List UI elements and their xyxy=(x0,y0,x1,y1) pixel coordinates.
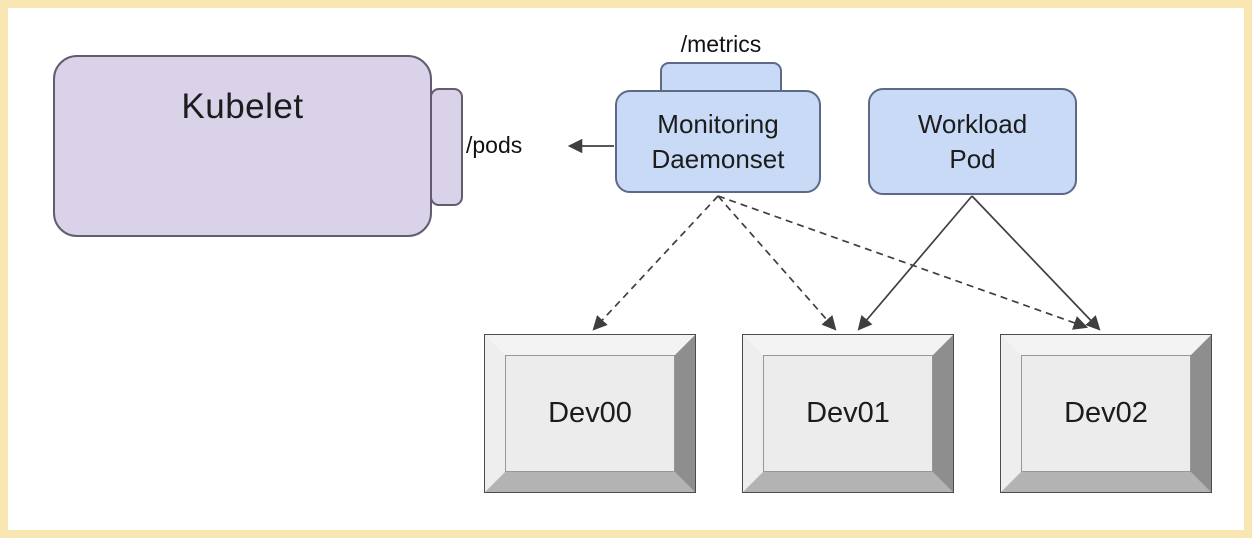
monitoring-daemonset-label-line2: Daemonset xyxy=(651,143,785,174)
device-label: Dev02 xyxy=(1064,397,1148,429)
device-label: Dev00 xyxy=(548,397,632,429)
pods-endpoint-label: /pods xyxy=(466,132,523,158)
edge-monitoring-to-dev02 xyxy=(717,195,1089,330)
monitoring-daemonset-box: Monitoring Daemonset xyxy=(615,90,821,193)
edge-workload-to-dev02 xyxy=(971,195,1101,331)
monitoring-daemonset-label-line1: Monitoring xyxy=(657,108,779,139)
kubelet-pods-endpoint-tab xyxy=(430,88,463,206)
device-label: Dev01 xyxy=(806,397,890,429)
device-box-dev00: Dev00 xyxy=(484,334,696,493)
edge-workload-to-dev01 xyxy=(857,195,973,331)
edge-monitoring-to-dev00 xyxy=(592,195,719,331)
workload-pod-label-line1: Workload xyxy=(917,108,1028,139)
kubelet-label: Kubelet xyxy=(181,87,304,126)
workload-pod-label-line2: Pod xyxy=(949,143,996,174)
edge-monitoring-to-dev01 xyxy=(717,195,837,331)
device-box-dev02: Dev02 xyxy=(1000,334,1212,493)
kubelet-box: Kubelet xyxy=(53,55,432,237)
workload-pod-box: Workload Pod xyxy=(868,88,1077,195)
device-box-dev01: Dev01 xyxy=(742,334,954,493)
metrics-endpoint-label: /metrics xyxy=(680,31,762,57)
